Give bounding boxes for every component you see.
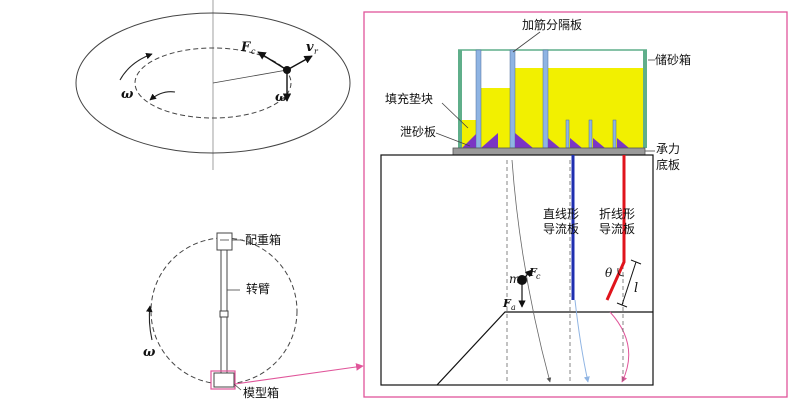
length-label: l xyxy=(634,281,638,296)
model-box xyxy=(213,372,235,388)
rib-1 xyxy=(565,119,570,149)
top-view: ω ω F c v r xyxy=(75,0,351,170)
side-omega-arrow xyxy=(145,305,153,341)
filler-leader xyxy=(441,102,469,129)
box-left-wall xyxy=(458,50,462,148)
rib-3 xyxy=(612,119,617,149)
base-plate-label-1: 承力 xyxy=(656,142,680,156)
theta-label: θ xyxy=(605,266,613,280)
rib-2 xyxy=(588,119,593,149)
release-plate-1 xyxy=(481,133,498,148)
detail-panel: 加筋分隔板 储砂箱 填充垫块 泄砂板 承力 底板 直线形 导流板 折线形 导流板… xyxy=(363,11,788,398)
model-box-leader xyxy=(233,383,242,391)
partition-2 xyxy=(509,49,516,149)
straight-guide-label-1: 直线形 xyxy=(543,207,579,221)
fc-label: F xyxy=(240,40,251,55)
particle-fc-subscript: c xyxy=(536,272,541,281)
straight-guide-label-2: 导流板 xyxy=(543,222,579,236)
velocity-subscript: r xyxy=(314,47,319,56)
box-right-wall xyxy=(643,50,647,148)
release-plate-2 xyxy=(515,133,533,148)
counterweight-label: 配重箱 xyxy=(245,232,281,247)
rib-partition-leader xyxy=(512,31,541,53)
counterweight-box xyxy=(216,232,233,251)
particle-fc-label: F xyxy=(528,266,538,279)
filler-block-label: 填充垫块 xyxy=(385,91,433,106)
arm-label: 转臂 xyxy=(246,281,270,296)
release-plate-6 xyxy=(617,138,629,148)
detail-frame xyxy=(363,11,788,398)
release-plate-leader xyxy=(435,132,471,147)
base-plate-label-2: 底板 xyxy=(656,157,680,172)
arm-joint xyxy=(219,310,229,318)
partition-1 xyxy=(475,49,482,149)
omega-outer-arc-arrow xyxy=(119,52,153,81)
velocity-label: v xyxy=(306,40,314,55)
side-omega-label: ω xyxy=(143,345,156,360)
omega-inner-arc-arrow xyxy=(149,91,176,101)
link-arrow xyxy=(234,363,364,385)
release-plate-3 xyxy=(548,138,560,148)
theta-arc xyxy=(617,267,625,277)
trajectory-folded-guide xyxy=(609,311,630,383)
side-view: 配重箱 转臂 模型箱 ω xyxy=(143,232,364,400)
particle-fa-label: F xyxy=(502,297,512,310)
trajectory-straight-guide xyxy=(574,299,590,383)
velocity-arrow xyxy=(286,55,313,71)
folded-guide-label-2: 导流板 xyxy=(599,222,635,236)
base-plate xyxy=(452,147,646,156)
sand-fill-right xyxy=(545,68,643,148)
slope-outline xyxy=(436,311,653,386)
omega-inner-label: ω xyxy=(275,90,288,105)
partition-3 xyxy=(542,49,549,149)
particle-fc-arrow xyxy=(521,269,533,281)
mass-label: m xyxy=(509,272,520,286)
omega-outer-label: ω xyxy=(121,87,134,102)
sand-storage-box xyxy=(458,49,647,149)
folded-guide-label-1: 折线形 xyxy=(599,206,635,221)
sand-fill-middle xyxy=(514,68,548,148)
sand-box-label: 储砂箱 xyxy=(655,52,691,67)
outer-ellipse xyxy=(75,12,351,154)
length-tick-bottom xyxy=(616,302,628,308)
inner-dashed-ellipse xyxy=(134,47,292,119)
length-dimension xyxy=(621,261,637,306)
fc-subscript: c xyxy=(251,47,256,56)
release-plate-label: 泄砂板 xyxy=(400,125,436,139)
release-plate-4 xyxy=(570,138,582,148)
folded-guide-plate xyxy=(605,155,626,301)
model-box-label: 模型箱 xyxy=(243,385,279,400)
release-plate-5 xyxy=(593,138,605,148)
radius-line xyxy=(212,69,288,84)
fc-force-arrow xyxy=(257,51,288,71)
rib-partition-label: 加筋分隔板 xyxy=(522,17,582,32)
length-tick-top xyxy=(630,259,642,265)
model-box-highlight xyxy=(210,370,236,390)
model-container xyxy=(380,154,654,386)
particle-fa-subscript: a xyxy=(511,303,516,312)
